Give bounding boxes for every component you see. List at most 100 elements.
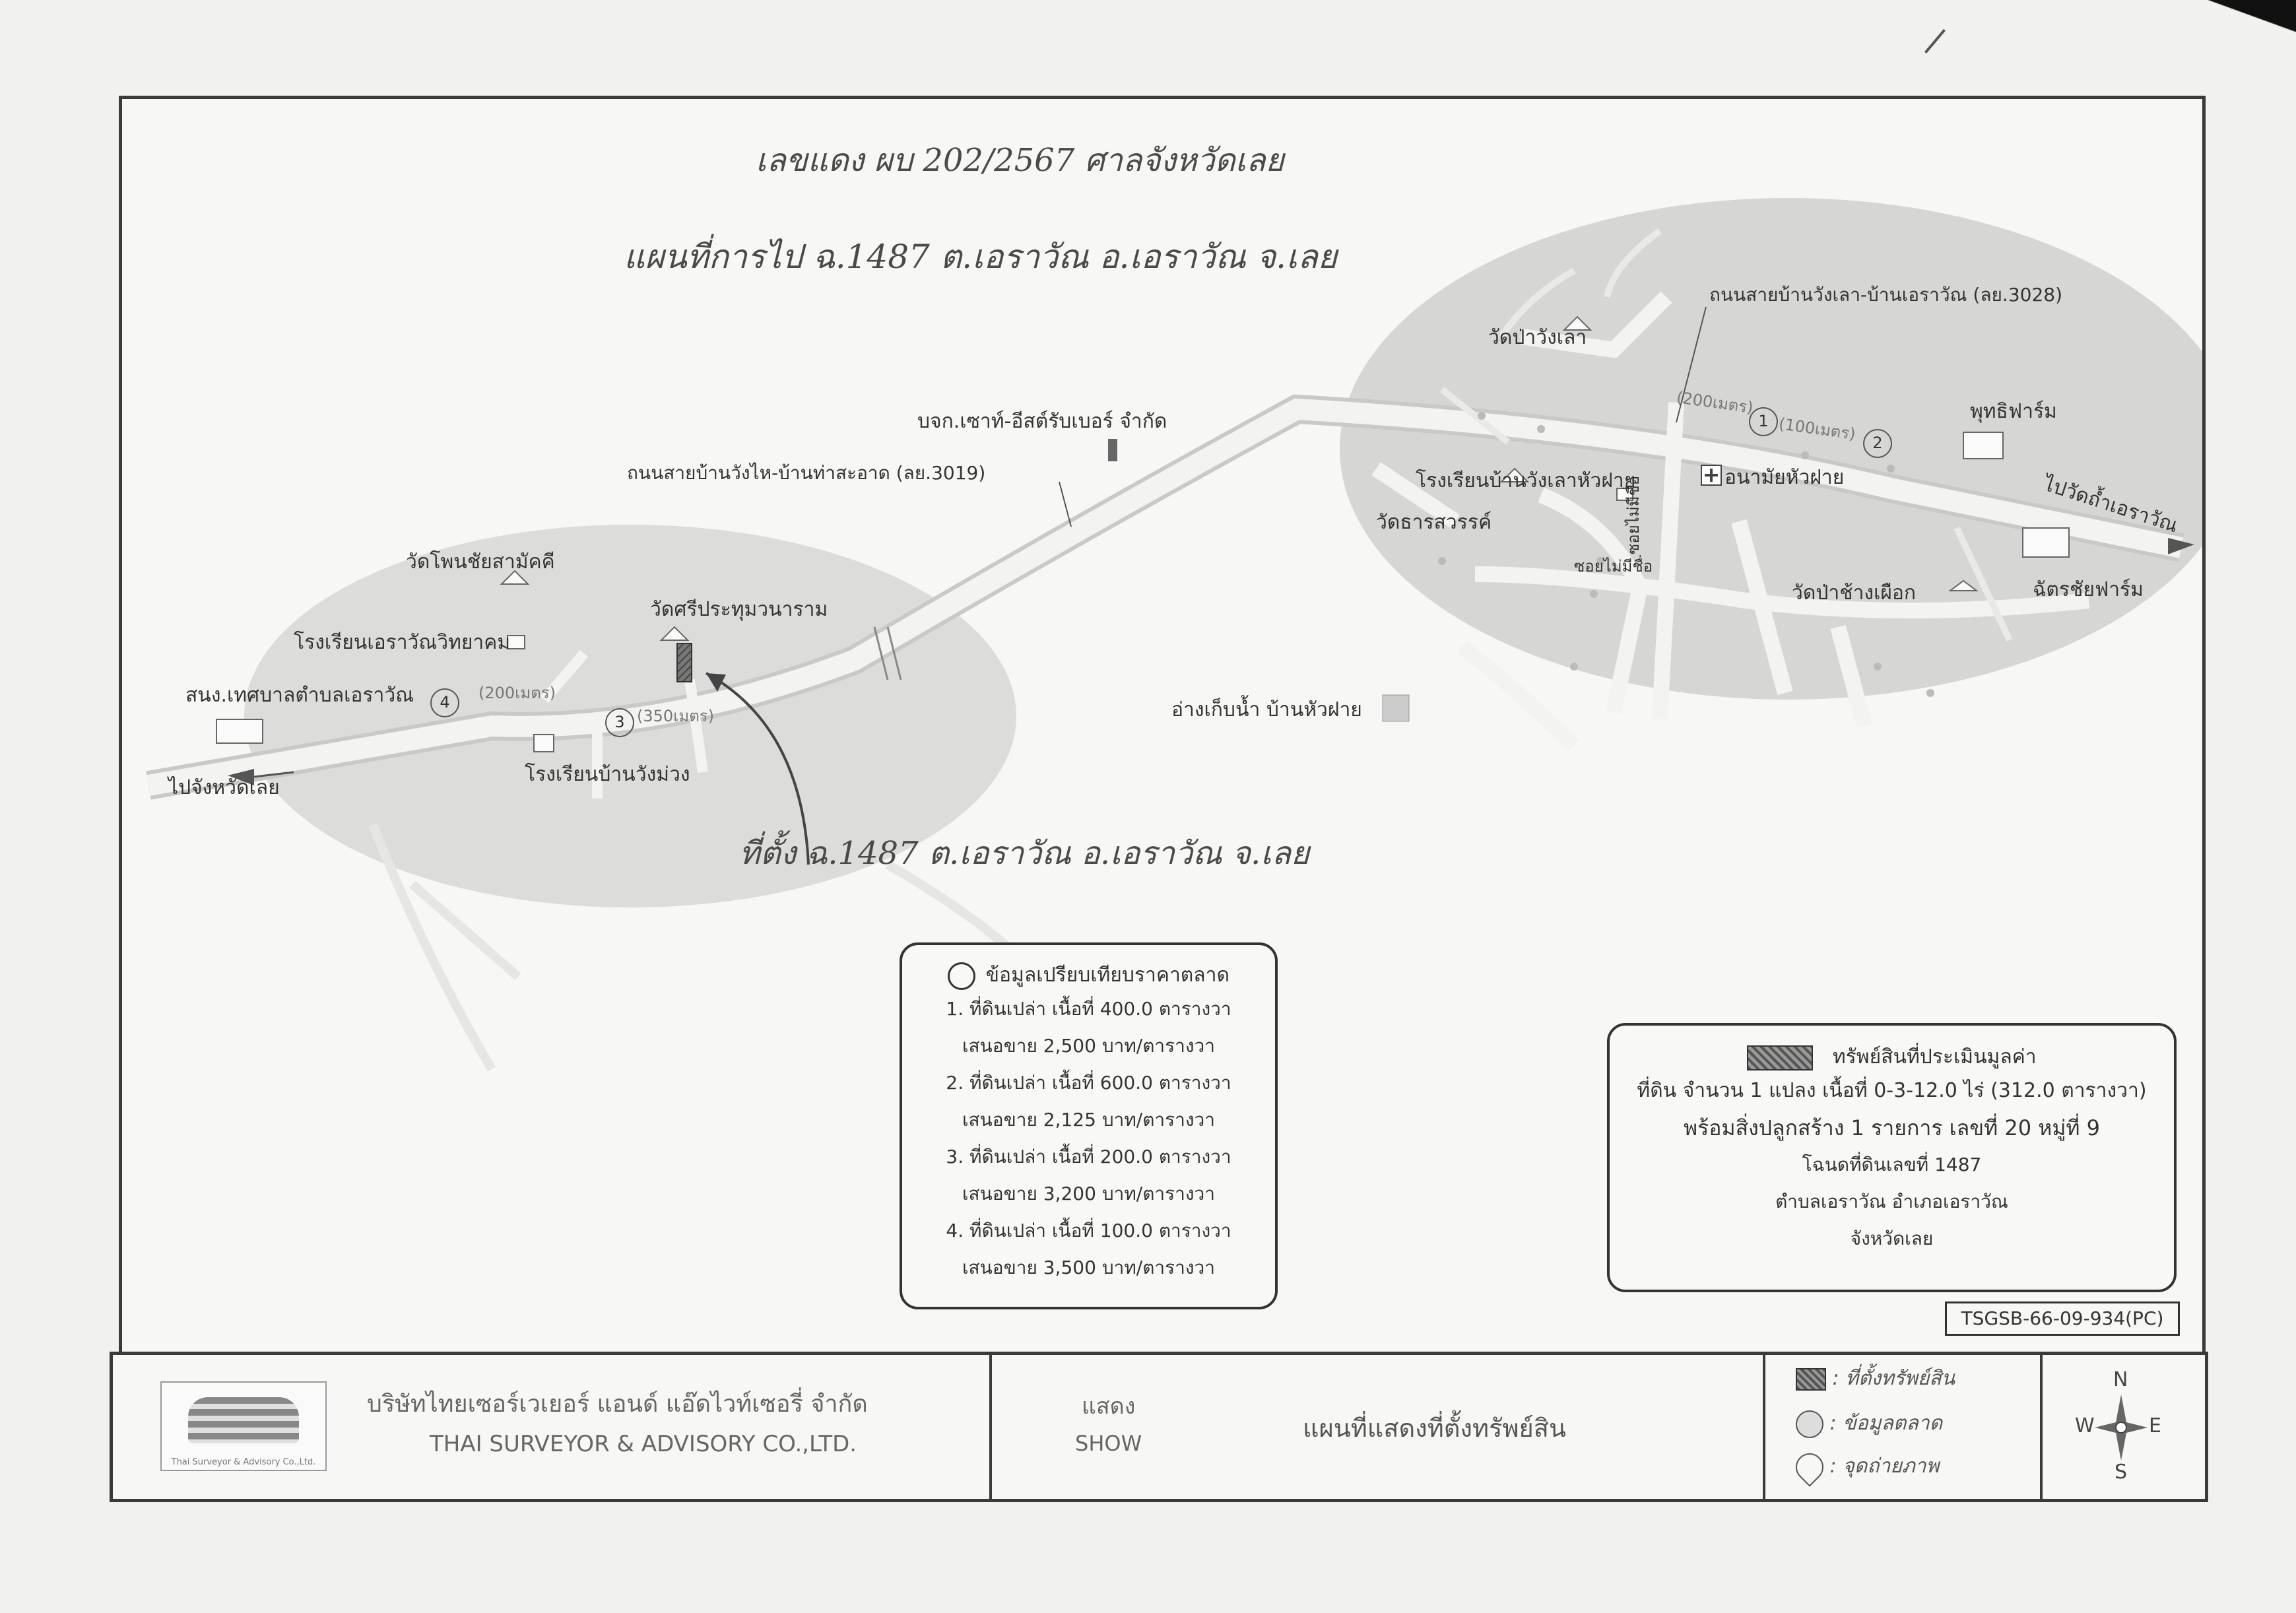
legend-market-label: : ข้อมูลตลาด — [1829, 1412, 1943, 1435]
distance-marker-1: 1 — [1749, 407, 1778, 436]
label-wat-pa-wang-lao: วัดป่าวังเลา — [1488, 326, 1587, 349]
label-road-3019: ถนนสายบ้านวังไห-บ้านท่าสะอาด (ลย.3019) — [627, 462, 986, 484]
logo-caption: Thai Surveyor & Advisory Co.,Ltd. — [171, 1457, 316, 1467]
village-roads — [1371, 291, 2090, 752]
case-number-handwritten: เลขแดง ผบ 202/2567 ศาลจังหวัดเลย — [756, 142, 1284, 179]
label-wat-pa-chang-phueak: วัดป่าช้างเผือก — [1792, 581, 1917, 605]
map-frame: เลขแดง ผบ 202/2567 ศาลจังหวัดเลย แผนที่ก… — [119, 96, 2206, 1358]
label-soi-horizontal: ซอยไม่มีชื่อ — [1574, 557, 1653, 576]
market-line-6: เสนอขาย 3,200 บาท/ตารางวา — [962, 1183, 1216, 1204]
label-school-wang-lao: โรงเรียนบ้านวังเลาหัวฝาย — [1416, 469, 1636, 492]
map-title-handwritten: แผนที่การไป ฉ.1487 ต.เอราวัณ อ.เอราวัณ จ… — [624, 238, 1338, 276]
pointer-arrow — [705, 672, 810, 865]
compass-e: E — [2149, 1414, 2161, 1437]
property-line-2: พร้อมสิ่งปลูกสร้าง 1 รายการ เลขที่ 20 หม… — [1683, 1115, 2101, 1140]
legend-row-photo: : จุดถ่ายภาพ — [1790, 1447, 1940, 1487]
main-road — [146, 394, 2184, 800]
distance-marker-3: 3 — [605, 708, 634, 737]
market-line-4: เสนอขาย 2,125 บาท/ตารางวา — [962, 1109, 1216, 1131]
school-icon-erawan — [507, 635, 525, 649]
compass-s: S — [2115, 1461, 2128, 1484]
label-school-wang-muang: โรงเรียนบ้านวังม่วง — [525, 763, 690, 786]
legend-row-property: : ที่ตั้งทรัพย์สิน — [1796, 1363, 1955, 1394]
left-roads — [540, 649, 708, 799]
property-hatch-icon — [1747, 1045, 1814, 1070]
label-wat-si-prathum: วัดศรีประทุมวนาราม — [650, 598, 828, 621]
market-line-1: 1. ที่ดินเปล่า เนื้อที่ 400.0 ตารางวา — [946, 998, 1231, 1020]
compass-n: N — [2113, 1368, 2128, 1391]
label-wat-thara: วัดธารสวรรค์ — [1376, 511, 1492, 534]
temple-icon-phon-chai — [500, 570, 530, 585]
map-canvas — [146, 198, 2202, 1072]
property-line-1: ที่ดิน จำนวน 1 แปลง เนื้อที่ 0-3-12.0 ไร… — [1637, 1079, 2147, 1102]
label-soi-vertical: ซอยไม่มีชื่อ — [1624, 475, 1643, 554]
market-data-circle-icon — [948, 962, 975, 990]
temple-icon-si-prathum — [659, 626, 690, 641]
leader-lines — [1059, 306, 1707, 527]
farm-icon-buddhi — [1963, 432, 2004, 459]
distance-text-3: (350เมตร) — [637, 707, 715, 725]
pen-mark — [1924, 28, 1946, 54]
market-data-box: ข้อมูลเปรียบเทียบราคาตลาด 1. ที่ดินเปล่า… — [900, 942, 1278, 1309]
company-name-en: THAI SURVEYOR & ADVISORY CO.,LTD. — [430, 1431, 857, 1457]
distance-text-4: (200เมตร) — [478, 684, 556, 702]
compass-rose-icon: N S W E — [2075, 1368, 2167, 1487]
small-markers — [1438, 412, 1934, 697]
scan-mark-corner — [2171, 0, 2296, 59]
market-line-7: 4. ที่ดินเปล่า เนื้อที่ 100.0 ตารางวา — [946, 1220, 1231, 1241]
compass-w: W — [2075, 1414, 2095, 1437]
market-line-2: เสนอขาย 2,500 บาท/ตารางวา — [962, 1035, 1216, 1057]
temple-icon-thara — [1499, 467, 1530, 482]
reference-code: TSGSB-66-09-934(PC) — [1945, 1301, 2180, 1336]
building-icon-municipal — [216, 719, 263, 744]
school-icon-wang-muang — [533, 734, 554, 752]
legend-photo-label: : จุดถ่ายภาพ — [1829, 1455, 1940, 1478]
title-block: Thai Surveyor & Advisory Co.,Ltd. บริษัท… — [110, 1352, 2208, 1502]
legend-hatch-icon — [1796, 1367, 1826, 1391]
distance-marker-4: 4 — [430, 688, 459, 717]
compass-star — [2095, 1395, 2148, 1461]
market-line-5: 3. ที่ดินเปล่า เนื้อที่ 200.0 ตารางวา — [946, 1146, 1231, 1168]
property-line-4: ตำบลเอราวัณ อำเภอเอราวัณ — [1775, 1191, 2008, 1212]
label-clinic: อนามัยหัวฝาย — [1724, 466, 1845, 489]
label-buddhi-farm: พุทธิฟาร์ม — [1970, 400, 2057, 423]
legend-photo-point-icon — [1790, 1447, 1829, 1487]
property-title: ทรัพย์สินที่ประเมินมูลค่า — [1832, 1045, 2037, 1069]
distance-marker-2: 2 — [1863, 429, 1892, 458]
label-to-loei: ไปจังหวัดเลย — [168, 776, 280, 799]
market-data-title-row: ข้อมูลเปรียบเทียบราคาตลาด — [902, 960, 1275, 991]
company-name-th: บริษัทไทยเซอร์เวเยอร์ แอนด์ แอ๊ดไวท์เซอร… — [367, 1391, 868, 1418]
property-line-5: จังหวัดเลย — [1850, 1228, 1934, 1249]
company-building-icon — [1108, 439, 1117, 461]
label-chatchai-farm: ฉัตรชัยฟาร์ม — [2033, 578, 2144, 601]
temple-icon-chang-phueak — [1948, 579, 1979, 591]
label-school-erawan: โรงเรียนเอราวัณวิทยาคม — [294, 631, 511, 654]
reservoir-icon — [1382, 694, 1410, 722]
market-line-8: เสนอขาย 3,500 บาท/ตารางวา — [962, 1257, 1216, 1278]
company-cell: Thai Surveyor & Advisory Co.,Ltd. บริษัท… — [113, 1355, 992, 1499]
market-line-3: 2. ที่ดินเปล่า เนื้อที่ 600.0 ตารางวา — [946, 1072, 1231, 1094]
property-line-3: โฉนดที่ดินเลขที่ 1487 — [1802, 1154, 1982, 1175]
company-logo: Thai Surveyor & Advisory Co.,Ltd. — [160, 1381, 327, 1471]
temple-icon-wang-lao — [1562, 315, 1592, 331]
location-note-handwritten: ที่ตั้ง ฉ.1487 ต.เอราวัณ อ.เอราวัณ จ.เลย — [739, 835, 1310, 872]
arrow-to-erawan-icon — [2168, 538, 2194, 554]
map-description: แผนที่แสดงที่ตั้งทรัพย์สิน — [1303, 1414, 1566, 1443]
clinic-icon — [1701, 465, 1722, 486]
compass-cell: N S W E — [2040, 1355, 2202, 1499]
label-wat-phon-chai: วัดโพนชัยสามัคคี — [406, 550, 555, 574]
market-data-title: ข้อมูลเปรียบเทียบราคาตลาด — [985, 964, 1230, 987]
road-break-icon — [873, 626, 902, 680]
legend-property-label: : ที่ตั้งทรัพย์สิน — [1832, 1367, 1955, 1390]
label-company: บจก.เซาท์-อีสต์รับเบอร์ จำกัด — [917, 410, 1167, 433]
legend-circle-icon — [1796, 1410, 1823, 1438]
subject-property-marker — [676, 643, 692, 682]
property-box: ทรัพย์สินที่ประเมินมูลค่า ที่ดิน จำนวน 1… — [1607, 1023, 2177, 1292]
legend-row-market: : ข้อมูลตลาด — [1796, 1408, 1942, 1439]
label-road-3028: ถนนสายบ้านวังเลา-บ้านเอราวัณ (ลย.3028) — [1709, 284, 2062, 306]
property-title-row: ทรัพย์สินที่ประเมินมูลค่า — [1610, 1041, 2174, 1072]
show-cell: แสดง SHOW แผนที่แสดงที่ตั้งทรัพย์สิน — [989, 1355, 1765, 1499]
farm-icon-chatchai — [2022, 527, 2070, 558]
label-municipal-office: สนง.เทศบาลตำบลเอราวัณ — [185, 684, 414, 707]
show-label-en: SHOW — [1075, 1431, 1142, 1456]
